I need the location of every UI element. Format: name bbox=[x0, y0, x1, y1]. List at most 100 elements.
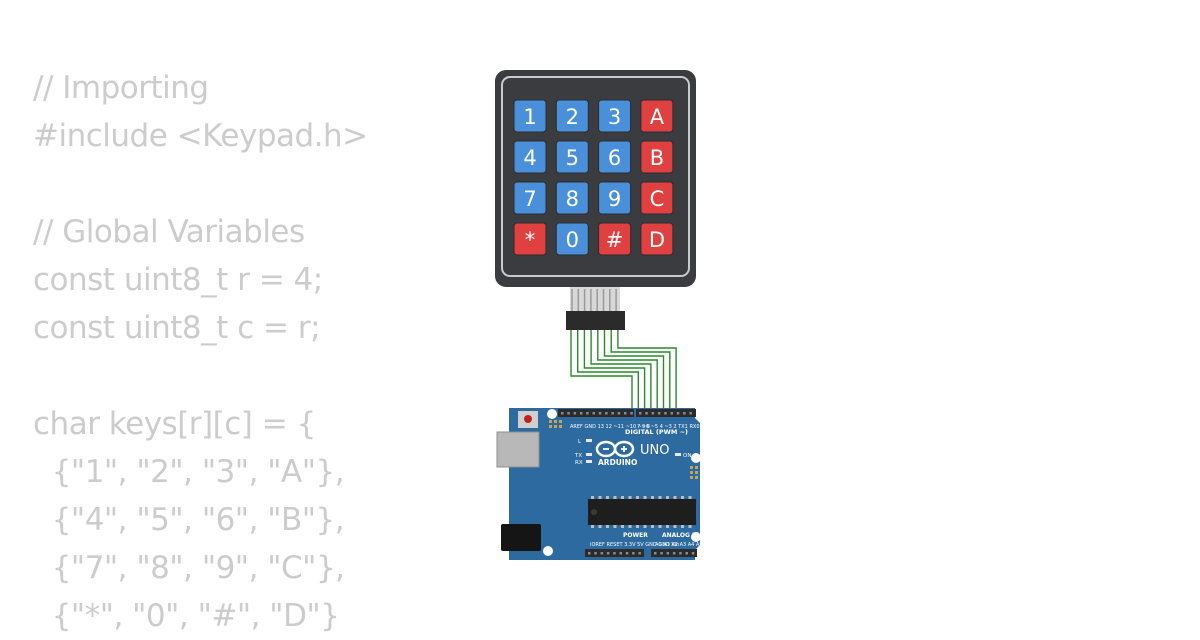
chip-pin bbox=[606, 525, 609, 528]
icsp-pin bbox=[690, 471, 693, 474]
key-cap bbox=[513, 140, 547, 174]
chip-pin bbox=[673, 496, 677, 499]
chip-pin bbox=[651, 496, 654, 499]
chip-pin bbox=[681, 525, 684, 528]
code-line: const uint8_t c = r; bbox=[33, 310, 321, 346]
icsp-pin bbox=[559, 420, 562, 423]
wires bbox=[570, 330, 677, 409]
chip-pin bbox=[666, 525, 669, 528]
pin-label-aref: AREF GND 13 12 ~11 ~10 ~9 8 bbox=[570, 424, 650, 430]
code-line: {"*", "0", "#", "D"} bbox=[33, 598, 340, 634]
code-line: {"4", "5", "6", "B"}, bbox=[33, 502, 345, 538]
key-7[interactable]: 7 bbox=[513, 181, 547, 215]
header-pin bbox=[586, 412, 589, 415]
mount-hole-4 bbox=[543, 546, 553, 556]
header-pin bbox=[613, 552, 616, 555]
chip-notch bbox=[591, 509, 597, 515]
chip-pin bbox=[688, 525, 692, 528]
chip-pin bbox=[621, 496, 624, 499]
header-pin bbox=[567, 412, 570, 415]
chip-pin bbox=[688, 496, 692, 499]
icsp-header-right bbox=[690, 466, 698, 479]
header-pin bbox=[645, 412, 648, 415]
key-label: * bbox=[525, 228, 536, 252]
code-line: const uint8_t r = 4; bbox=[33, 262, 323, 298]
wire bbox=[577, 330, 639, 409]
chip-pin bbox=[613, 525, 617, 528]
code-line: #include <Keypad.h> bbox=[33, 118, 368, 154]
header-pin bbox=[561, 412, 564, 415]
key-B[interactable]: B bbox=[640, 140, 674, 174]
chip-pin bbox=[636, 525, 639, 528]
chip-pin bbox=[681, 496, 684, 499]
key-9[interactable]: 9 bbox=[598, 181, 632, 215]
icsp-pin bbox=[690, 476, 693, 479]
key-6[interactable]: 6 bbox=[598, 140, 632, 174]
key-*[interactable]: * bbox=[513, 222, 547, 256]
chip-pin bbox=[673, 525, 677, 528]
key-2[interactable]: 2 bbox=[555, 99, 589, 133]
icsp-pin bbox=[695, 476, 698, 479]
pin-label-power: IOREF RESET 3.3V 5V GND GND Vin bbox=[590, 542, 679, 548]
icsp-pin bbox=[554, 425, 557, 428]
mount-hole-3 bbox=[691, 532, 701, 542]
key-label: B bbox=[650, 146, 664, 170]
header-pin bbox=[625, 552, 629, 555]
key-5[interactable]: 5 bbox=[555, 140, 589, 174]
icsp-header bbox=[549, 420, 562, 428]
key-#[interactable]: # bbox=[598, 222, 632, 256]
key-4[interactable]: 4 bbox=[513, 140, 547, 174]
header-pin bbox=[573, 412, 577, 415]
power-jack bbox=[501, 524, 541, 551]
key-A[interactable]: A bbox=[640, 99, 674, 133]
wire bbox=[617, 330, 677, 409]
header-pin bbox=[592, 412, 595, 415]
key-cap bbox=[555, 140, 589, 174]
ribbon-lines bbox=[571, 289, 617, 311]
key-label: A bbox=[650, 105, 665, 129]
key-D[interactable]: D bbox=[640, 222, 674, 256]
key-cap bbox=[555, 99, 589, 133]
wire bbox=[590, 330, 652, 409]
keypad-connector bbox=[566, 311, 625, 330]
arduino-logo-icon bbox=[595, 440, 635, 458]
header-pins bbox=[561, 412, 695, 555]
key-label: C bbox=[650, 187, 665, 211]
chip-pin bbox=[591, 496, 594, 499]
icsp-pin bbox=[549, 420, 552, 423]
chip-pin bbox=[606, 496, 609, 499]
key-cap bbox=[640, 140, 674, 174]
keypad-frame bbox=[501, 76, 690, 277]
header-pin bbox=[600, 552, 604, 555]
key-label: 0 bbox=[566, 228, 579, 252]
reset-button-red bbox=[524, 415, 532, 423]
header-pin bbox=[632, 552, 635, 555]
key-label: 9 bbox=[608, 187, 621, 211]
wire bbox=[583, 330, 646, 409]
chip-pin bbox=[651, 525, 654, 528]
key-3[interactable]: 3 bbox=[598, 99, 632, 133]
header-pin bbox=[666, 552, 670, 555]
key-C[interactable]: C bbox=[640, 181, 674, 215]
code-line: {"7", "8", "9", "C"}, bbox=[33, 550, 345, 586]
wire bbox=[610, 330, 671, 409]
chip-pin bbox=[613, 496, 617, 499]
key-cap bbox=[555, 181, 589, 215]
key-0[interactable]: 0 bbox=[555, 222, 589, 256]
header-pin bbox=[588, 552, 591, 555]
header-pin bbox=[685, 552, 688, 555]
key-cap bbox=[598, 99, 632, 133]
header-pin bbox=[676, 412, 680, 415]
header-pin bbox=[611, 412, 614, 415]
wire bbox=[603, 330, 665, 409]
mount-hole-1 bbox=[547, 409, 557, 419]
chip-pin bbox=[643, 496, 647, 499]
chip-pin bbox=[643, 525, 647, 528]
key-label: 2 bbox=[566, 105, 579, 129]
usb-port bbox=[496, 431, 540, 468]
key-8[interactable]: 8 bbox=[555, 181, 589, 215]
key-1[interactable]: 1 bbox=[513, 99, 547, 133]
key-cap bbox=[555, 222, 589, 256]
